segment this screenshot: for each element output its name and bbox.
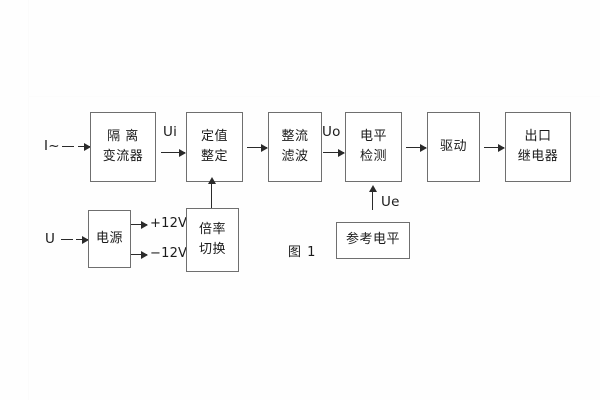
block-drive: 驱动 bbox=[427, 112, 480, 182]
block-power-supply: 电源 bbox=[88, 210, 131, 268]
block-reference-level-line1: 参考电平 bbox=[345, 232, 400, 248]
block-setting-line1: 定值 bbox=[200, 128, 228, 144]
block-rectify-filter-line2: 滤波 bbox=[281, 149, 309, 164]
block-output-relay-line2: 继电器 bbox=[517, 149, 559, 164]
arrow-reference-to-level bbox=[368, 185, 377, 210]
block-output-relay-line1: 出口 bbox=[524, 128, 552, 144]
panel-edge-horizontal bbox=[28, 96, 600, 97]
arrow-level-to-drive bbox=[406, 143, 427, 152]
figure-caption: 图 1 bbox=[288, 245, 317, 260]
block-level-detect: 电平 检测 bbox=[345, 112, 402, 182]
block-power-supply-line1: 电源 bbox=[95, 230, 123, 246]
rail-negative-label: −12V bbox=[150, 246, 188, 261]
current-input-label: I~ bbox=[44, 138, 60, 154]
block-drive-line1: 驱动 bbox=[439, 138, 467, 154]
block-ratio-switch-line2: 切换 bbox=[198, 242, 226, 257]
arrow-rectify-to-level bbox=[323, 148, 345, 157]
block-isolation-ct: 隔 离 变流器 bbox=[90, 112, 156, 182]
block-setting: 定值 整定 bbox=[186, 112, 243, 182]
block-rectify-filter: 整流 滤波 bbox=[268, 112, 322, 182]
arrow-drive-to-relay bbox=[484, 143, 505, 152]
panel-edge-vertical bbox=[28, 0, 29, 400]
block-ratio-switch: 倍率 切换 bbox=[186, 208, 239, 272]
block-output-relay: 出口 继电器 bbox=[505, 112, 571, 182]
arrow-rail-negative bbox=[131, 250, 148, 259]
block-setting-line2: 整定 bbox=[200, 149, 228, 164]
block-ratio-switch-line1: 倍率 bbox=[198, 221, 226, 237]
arrow-current-to-isolation bbox=[78, 142, 91, 151]
block-level-detect-line2: 检测 bbox=[359, 149, 387, 164]
rail-positive-label: +12V bbox=[150, 216, 188, 231]
arrow-setting-to-rectify bbox=[247, 143, 268, 152]
arrow-isolation-to-setting bbox=[161, 148, 186, 157]
block-level-detect-line1: 电平 bbox=[359, 128, 387, 144]
arrow-rail-positive bbox=[131, 220, 148, 229]
arrow-ratio-to-setting bbox=[207, 177, 216, 208]
block-isolation-ct-line2: 变流器 bbox=[102, 149, 144, 164]
voltage-input-lead bbox=[61, 239, 73, 240]
block-isolation-ct-line1: 隔 离 bbox=[107, 128, 139, 144]
ui-label: Ui bbox=[163, 124, 178, 140]
block-reference-level: 参考电平 bbox=[336, 222, 410, 259]
current-input-lead bbox=[62, 146, 74, 147]
block-rectify-filter-line1: 整流 bbox=[281, 128, 309, 144]
ue-label: Ue bbox=[381, 194, 400, 210]
uo-label: Uo bbox=[322, 124, 341, 140]
voltage-input-label: U bbox=[45, 231, 56, 247]
arrow-voltage-to-power bbox=[76, 235, 89, 244]
